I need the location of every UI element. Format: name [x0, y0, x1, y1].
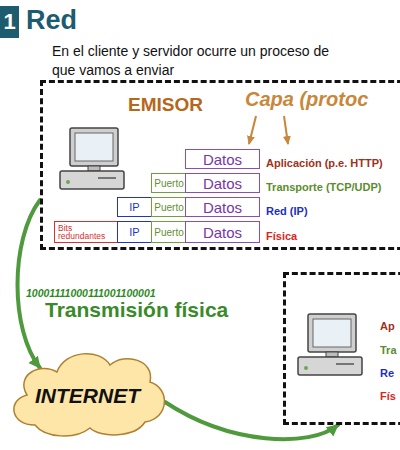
port-box: Puerto	[151, 173, 187, 193]
data-box: Datos	[185, 149, 260, 169]
label-slot: Transmisión física	[45, 298, 228, 322]
region-heading: EMISOR	[128, 94, 203, 115]
text-slot: Aplicación (p.e. HTTP)	[266, 153, 383, 171]
box-text: Puerto	[154, 227, 183, 238]
receiver-computer	[298, 314, 362, 375]
layer-heading: Capa (protoc	[245, 88, 368, 110]
box-text: Datos	[203, 224, 242, 241]
layer-name: Tra	[380, 344, 397, 356]
ip-box: IP	[117, 197, 152, 217]
layer-name: Transporte (TCP/UDP)	[266, 181, 382, 193]
text-slot: Re	[380, 363, 394, 381]
layer-name: Re	[380, 367, 394, 379]
layer-name: Red (IP)	[266, 205, 308, 217]
layer-name: Física	[266, 230, 297, 242]
data-box: Datos	[185, 173, 260, 193]
box-text: Puerto	[154, 202, 183, 213]
layer-name: Ap	[380, 320, 395, 332]
sender-region: EMISOR Capa (protocAplicación (p.e. HTTP)…	[40, 80, 400, 250]
label-slot: En el cliente y servidor ocurre un proce…	[52, 42, 329, 60]
box-text: IP	[129, 201, 139, 213]
intro-text: que vamos a enviar	[52, 62, 174, 78]
layer-name: Fís	[380, 390, 396, 402]
box-text: Datos	[203, 199, 242, 216]
data-box: Datos	[185, 221, 260, 243]
layer-pointer	[249, 116, 256, 144]
text-slot: Red (IP)	[266, 201, 308, 219]
cloud-shape	[14, 354, 165, 436]
transmission-arrow	[18, 200, 41, 368]
box-text: 1	[3, 9, 15, 35]
bit-stream: 10001111000111001100001	[26, 287, 156, 299]
port-box: Puerto	[151, 197, 187, 217]
section-badge: 1	[0, 6, 19, 38]
box-text: Datos	[203, 175, 242, 192]
text-slot: Fís	[380, 386, 396, 404]
layer-name: Aplicación (p.e. HTTP)	[266, 157, 383, 169]
redundant-bits-box: Bits redundantes	[54, 221, 118, 243]
box-text: Bits redundantes	[58, 224, 117, 241]
text-slot: Tra	[380, 340, 397, 358]
data-box: Datos	[185, 197, 260, 217]
sender-computer	[60, 128, 124, 189]
text-slot: EMISOR	[128, 94, 203, 116]
box-text: Datos	[203, 151, 242, 168]
internet-cloud: INTERNET	[5, 340, 170, 440]
page-title: Red	[26, 5, 77, 36]
transmission-label: Transmisión física	[45, 298, 228, 321]
text-slot: Física	[266, 226, 297, 244]
box-text: IP	[129, 226, 139, 238]
ip-box: IP	[117, 221, 152, 243]
label-slot: que vamos a enviar	[52, 61, 174, 79]
intro-text: En el cliente y servidor ocurre un proce…	[52, 43, 329, 59]
box-text: INTERNET	[35, 384, 140, 408]
box-text: Puerto	[154, 178, 183, 189]
text-slot: Capa (protoc	[245, 88, 368, 111]
text-slot: Ap	[380, 316, 395, 334]
receiver-region: ApTraReFís	[283, 272, 400, 425]
layer-pointer	[284, 116, 288, 144]
transmission-arrow	[165, 402, 338, 439]
text-slot: Transporte (TCP/UDP)	[266, 177, 382, 195]
port-box: Puerto	[151, 221, 187, 243]
